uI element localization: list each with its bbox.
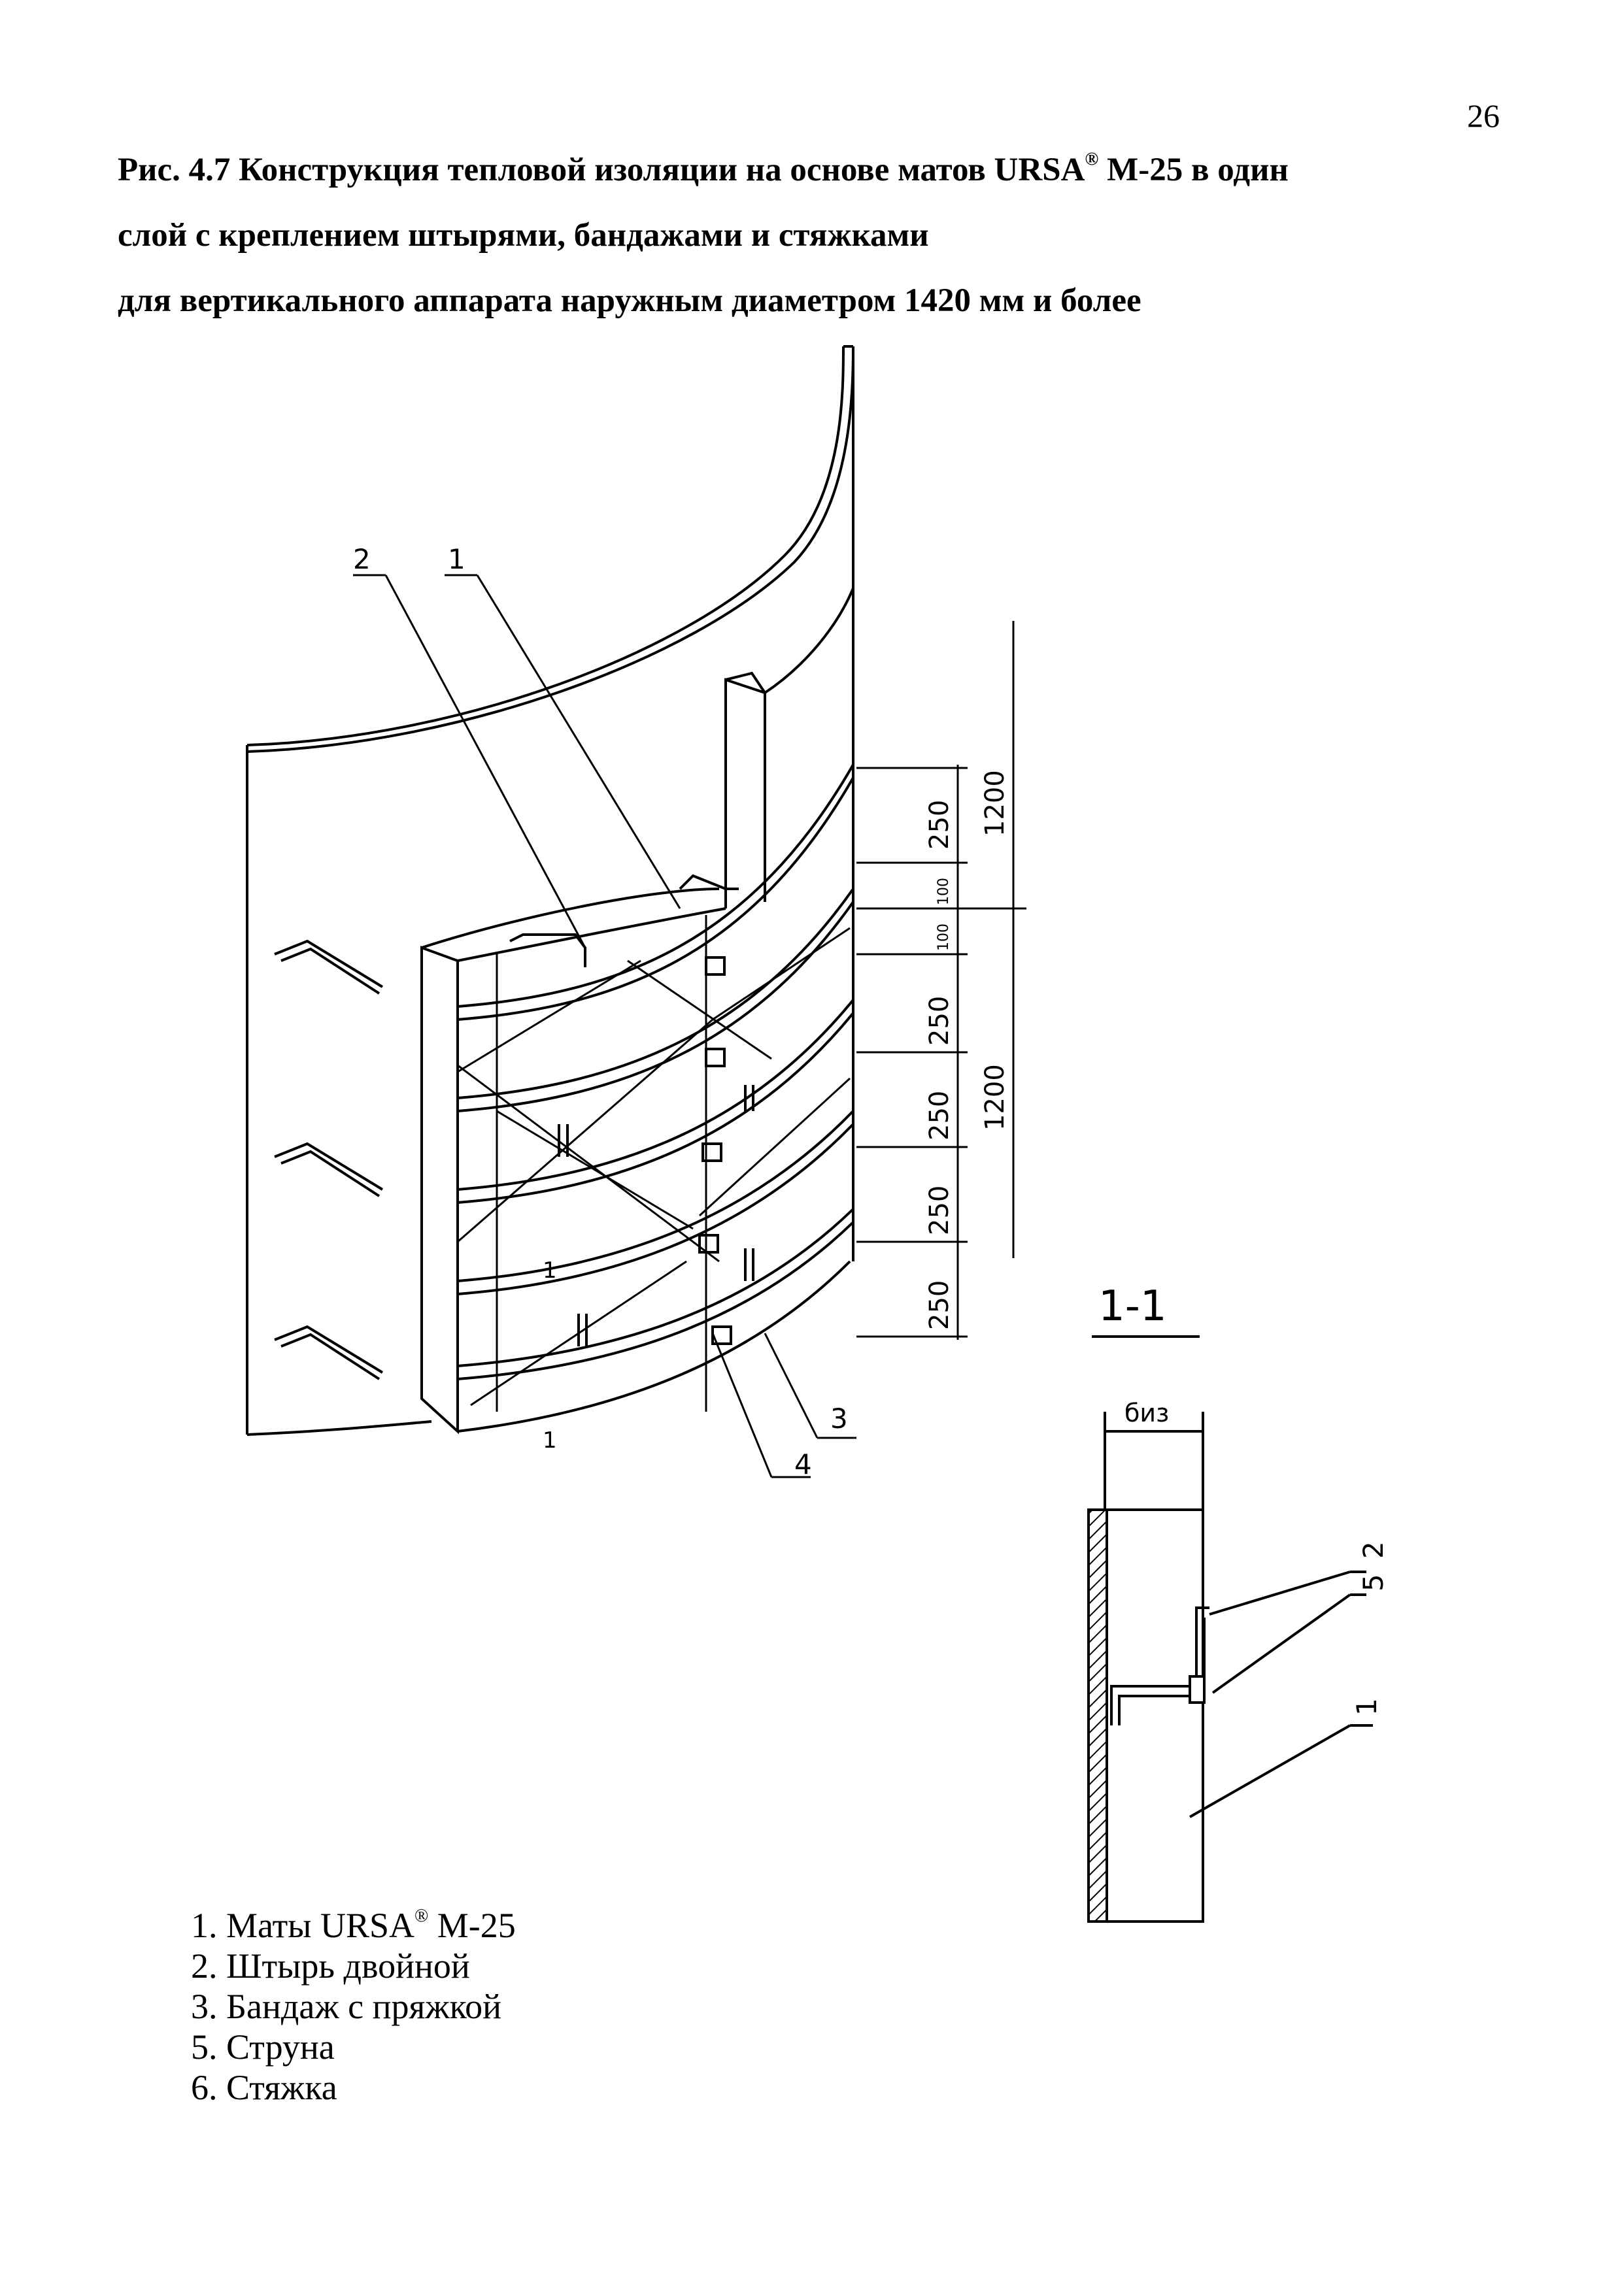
bands xyxy=(457,764,854,1380)
legend: 1. Маты URSA® М-25 2. Штырь двойной 3. Б… xyxy=(191,1905,516,2108)
buckles xyxy=(698,956,732,1345)
legend-item-6: 6. Стяжка xyxy=(191,2067,516,2108)
registered-mark: ® xyxy=(1085,149,1099,169)
dim-100-a: 100 xyxy=(936,878,952,905)
section-callout-5: 5 xyxy=(1357,1574,1389,1591)
legend-item-1-end: М-25 xyxy=(428,1906,516,1945)
title-line-3: для вертикального аппарата наружным диам… xyxy=(118,282,1141,319)
title-line-1-end: М-25 в один xyxy=(1098,152,1289,188)
legend-item-6-text: 6. Стяжка xyxy=(191,2068,337,2107)
section-drawing xyxy=(1087,1412,1373,1923)
dim-250-e: 250 xyxy=(924,1280,955,1330)
dim-250-a: 250 xyxy=(924,800,955,850)
dim-1200-top: 1200 xyxy=(980,770,1010,837)
callout-2: 2 xyxy=(353,543,371,575)
mat-pins xyxy=(509,874,754,1346)
legend-item-5: 5. Струна xyxy=(191,2027,516,2067)
section-thickness-label: биз xyxy=(1124,1399,1169,1427)
legend-item-3: 3. Бандаж с пряжкой xyxy=(191,1986,516,2027)
dim-250-d: 250 xyxy=(924,1186,955,1235)
vessel-wall xyxy=(246,345,854,1436)
legend-item-1-mark: ® xyxy=(414,1906,429,1926)
title-line-1: Рис. 4.7 Конструкция тепловой изоляции н… xyxy=(118,137,1523,203)
section-title: 1-1 xyxy=(1098,1282,1167,1331)
title-line-1-text: Рис. 4.7 Конструкция тепловой изоляции н… xyxy=(118,152,1085,188)
section-callout-1: 1 xyxy=(1351,1698,1383,1716)
callout-3: 3 xyxy=(830,1403,848,1435)
wall-pins xyxy=(274,939,384,1380)
figure-title: Рис. 4.7 Конструкция тепловой изоляции н… xyxy=(118,137,1523,333)
legend-item-5-text: 5. Струна xyxy=(191,2027,335,2067)
insulation-mats xyxy=(420,588,854,1435)
title-line-2: слой с креплением штырями, бандажами и с… xyxy=(118,217,929,254)
callout-1-small-a: 1 xyxy=(543,1257,557,1284)
page-number: 26 xyxy=(1467,97,1500,134)
dim-250-c: 250 xyxy=(924,1091,955,1140)
callout-1: 1 xyxy=(448,543,465,575)
callout-1-small-b: 1 xyxy=(543,1427,557,1454)
dim-250-b: 250 xyxy=(924,996,955,1046)
callout-4: 4 xyxy=(794,1448,812,1480)
legend-item-1: 1. Маты URSA® М-25 xyxy=(191,1905,516,1946)
ties xyxy=(457,915,851,1412)
dimension-lines xyxy=(856,621,1026,1340)
leader-lines xyxy=(353,574,856,1478)
legend-item-1-text: 1. Маты URSA xyxy=(191,1906,415,1945)
legend-item-3-text: 3. Бандаж с пряжкой xyxy=(191,1987,502,2026)
legend-item-2: 2. Штырь двойной xyxy=(191,1946,516,1986)
legend-item-2-text: 2. Штырь двойной xyxy=(191,1946,470,1986)
section-callout-2: 2 xyxy=(1357,1541,1389,1559)
dim-100-b: 100 xyxy=(936,923,952,951)
dim-1200-bottom: 1200 xyxy=(980,1064,1010,1131)
